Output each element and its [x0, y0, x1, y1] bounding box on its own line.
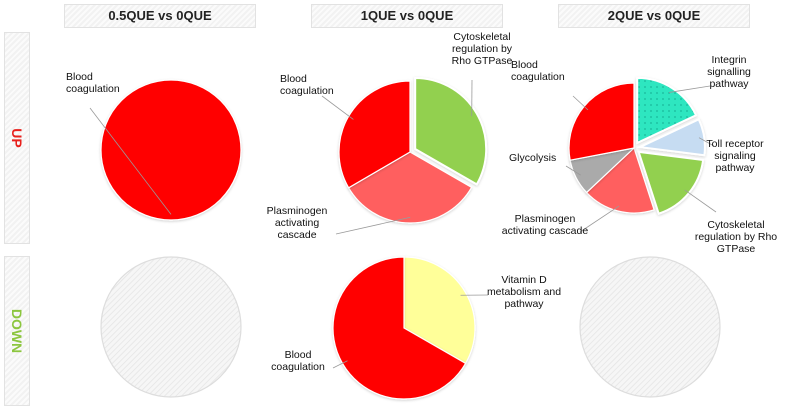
pie-slice-down-vitamin-d-metabolism-and-pathway — [403, 256, 476, 365]
column-header-2: 2QUE vs 0QUE — [558, 4, 750, 28]
leader-line — [89, 107, 172, 215]
pie-slice-up-plasminogen-activating-cascade — [585, 146, 655, 214]
leader-line — [684, 189, 717, 213]
leader-line — [335, 216, 411, 235]
leader-line — [669, 85, 711, 93]
empty-pie-down-3 — [100, 256, 242, 398]
leader-line — [572, 95, 589, 111]
pie-slice-up-blood-coagulation — [338, 80, 411, 189]
leader-line — [698, 137, 715, 147]
row-label-up-box: UP — [4, 32, 30, 244]
slice-label-glycolysis: Glycolysis — [509, 152, 556, 164]
pie-slice-up-toll-receptor-signaling-pathway — [636, 118, 706, 157]
pie-slice-up-cytoskeletal-regulation-by-rho-gtpase — [414, 76, 488, 186]
empty-pie-down-5 — [579, 256, 721, 398]
pie-slice-up-blood-coagulation — [100, 79, 242, 221]
leader-line — [332, 360, 348, 369]
column-header-0: 0.5QUE vs 0QUE — [64, 4, 256, 28]
leader-line — [565, 165, 581, 176]
row-label-down-box: DOWN — [4, 256, 30, 406]
pie-slice-up-blood-coagulation — [568, 82, 635, 161]
leader-line — [579, 205, 620, 233]
column-header-1: 1QUE vs 0QUE — [311, 4, 503, 28]
leader-line — [321, 95, 354, 120]
pie-slice-up-plasminogen-activating-cascade — [347, 151, 473, 224]
pie-slice-up-integrin-signalling-pathway — [636, 76, 698, 145]
